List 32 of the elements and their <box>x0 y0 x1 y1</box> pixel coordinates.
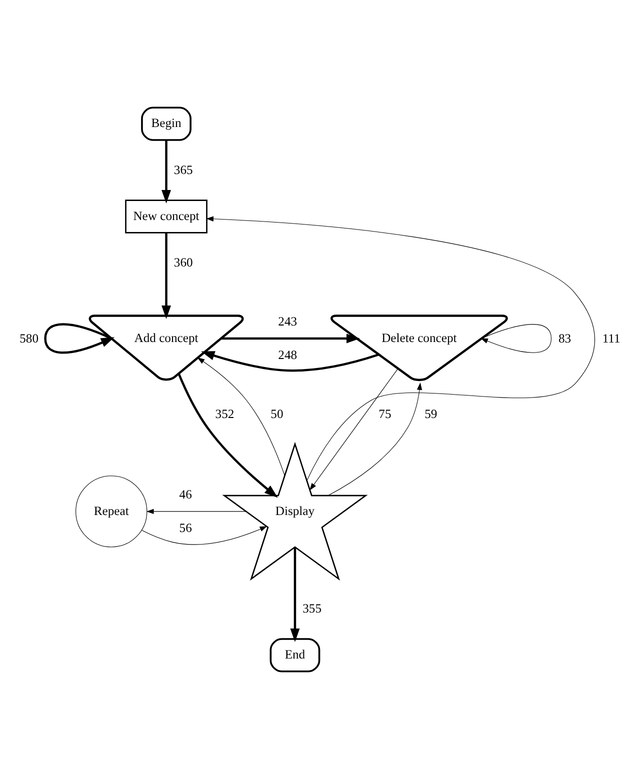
edge-label: 56 <box>179 520 192 534</box>
edge-label: 46 <box>179 487 192 502</box>
edge-label: 580 <box>20 330 39 345</box>
edge-label: 365 <box>174 162 193 176</box>
arrow <box>162 140 171 204</box>
edge-label: 59 <box>424 406 438 420</box>
arrow <box>44 322 114 354</box>
edge-label: 111 <box>602 330 620 345</box>
arrow <box>290 546 300 642</box>
arrow <box>146 508 246 514</box>
arrow <box>142 526 268 544</box>
arrow <box>480 324 552 352</box>
node-circle: Repeat <box>76 475 148 547</box>
edge-label: 355 <box>302 601 322 616</box>
arrow <box>221 333 360 343</box>
arrow <box>162 232 171 319</box>
arrow <box>206 216 596 480</box>
edge-label: 75 <box>378 406 392 420</box>
node-box: New concept <box>125 199 208 233</box>
edge-label: 50 <box>270 406 284 420</box>
edge-label: 352 <box>215 406 234 420</box>
node-box: Begin <box>141 106 192 140</box>
arrow <box>328 382 422 496</box>
edge-label: 83 <box>558 330 572 345</box>
edge-label: 243 <box>278 314 298 328</box>
edge-label: 360 <box>174 255 193 270</box>
arrow <box>310 368 398 490</box>
arrow <box>201 350 380 372</box>
edge-label: 248 <box>278 347 298 362</box>
node-box: End <box>270 638 320 672</box>
arrow <box>178 372 278 498</box>
arrow <box>197 356 285 476</box>
